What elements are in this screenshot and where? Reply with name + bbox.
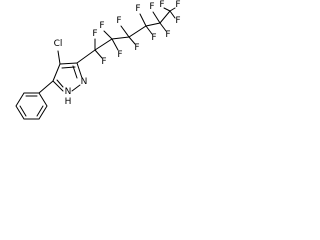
chlorine-bond: [57, 50, 61, 65]
pyrazole-bond-c4-c3: [59, 62, 78, 65]
fluorine-atom-label: F: [149, 2, 154, 12]
fluorine-atom-label: F: [165, 30, 170, 40]
fluorine-atom-label: F: [92, 29, 97, 39]
pyrazole-double-n1-c5: [56, 79, 64, 88]
pyrazole-bond-c3-n2: [76, 62, 83, 79]
chemical-structure: Cl N N H F F F F F F F F F F F F F: [15, 0, 181, 120]
cf-bond: [139, 13, 147, 27]
pyrazole-bond-n1-c5: [52, 80, 64, 92]
phenyl-ring-bonds: [15, 92, 48, 120]
cf-bond: [94, 49, 103, 59]
cf-bond: [111, 38, 119, 51]
pyrazole-ring: [52, 62, 83, 92]
fluorine-atom-label: F: [159, 0, 164, 10]
pyrazole-double-c3-n2: [72, 65, 78, 79]
fluorine-atom-label: F: [175, 0, 180, 10]
pyrazole-double-c4-c3: [61, 66, 76, 69]
fluorine-atom-label: F: [117, 50, 122, 60]
fluorine-labels: F F F F F F F F F F F F F: [92, 0, 180, 67]
fluorine-atom-label: F: [151, 33, 156, 43]
pyrazole-bond-n2-n1: [71, 84, 81, 92]
fluorine-atom-label: F: [101, 57, 106, 67]
cf-bond: [169, 7, 176, 12]
phenyl-double-bond-2: [36, 105, 44, 117]
fluorine-atom-label: F: [116, 16, 121, 26]
pyrazole-bond-c5-c4: [52, 63, 61, 82]
cf-bond: [120, 25, 130, 38]
cf-bond: [152, 11, 161, 24]
fluorine-atom-label: F: [175, 16, 180, 26]
carbon-fluorine-bonds: [94, 7, 176, 59]
fluorine-atom-label: F: [134, 43, 139, 53]
cf-bond: [163, 7, 171, 12]
nh-hydrogen-label: H: [65, 97, 72, 107]
phenyl-pyrazole-bond: [38, 80, 54, 94]
cf-bond: [103, 30, 113, 40]
cf-bond: [159, 22, 167, 32]
fluorine-atom-label: F: [135, 4, 140, 14]
cf-bond: [169, 10, 176, 19]
cf-bond: [145, 25, 153, 35]
nh-nitrogen-label: N: [65, 87, 72, 97]
ring-nitrogen-label: N: [81, 77, 88, 87]
chlorine-atom-label: Cl: [54, 39, 63, 49]
cf-bond: [128, 36, 136, 45]
phenyl-ring: [15, 92, 48, 120]
phenyl-double-bond-3: [19, 105, 27, 117]
fluorine-atom-label: F: [99, 21, 104, 31]
